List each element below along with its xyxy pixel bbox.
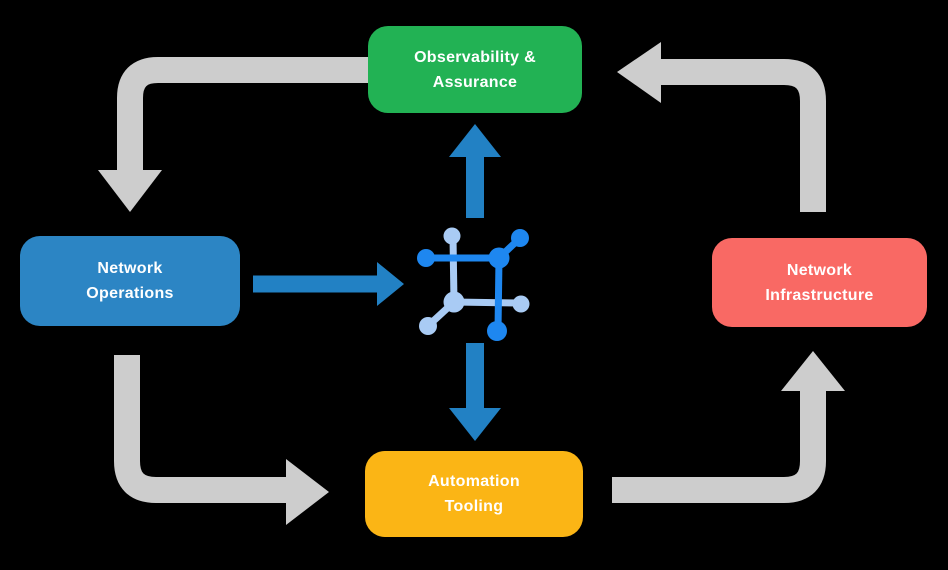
arrow-head-up-icon xyxy=(781,351,845,391)
hub-node-left xyxy=(417,249,435,267)
arrow-head-down-icon xyxy=(449,408,501,441)
arrow-operations-to-automation xyxy=(114,355,329,525)
arrow-hub-to-automation xyxy=(449,343,501,441)
node-network-infrastructure: Network Infrastructure xyxy=(712,238,927,327)
arrow-head-right-icon xyxy=(377,262,404,306)
arrow-hub-to-observability xyxy=(449,124,501,218)
arrow-head-right-icon xyxy=(286,459,329,525)
node-network-infrastructure-label: Network Infrastructure xyxy=(765,261,874,304)
arrow-operations-to-hub xyxy=(253,262,404,306)
hub-link-bottom-edge xyxy=(453,298,521,307)
node-automation-tooling: Automation Tooling xyxy=(365,451,583,537)
hub-node-corner-top-right xyxy=(488,247,510,269)
arrow-infrastructure-to-observability xyxy=(617,42,826,212)
hub-node-upper-right xyxy=(511,229,529,247)
node-observability-assurance: Observability & Assurance xyxy=(368,26,582,113)
arrow-shaft xyxy=(114,355,288,503)
arrow-shaft xyxy=(612,389,826,503)
hub-node-lower-left xyxy=(419,317,437,335)
node-observability-assurance-label: Observability & Assurance xyxy=(414,48,536,91)
network-hub-icon xyxy=(417,227,530,341)
hub-node-right xyxy=(512,295,530,313)
node-network-operations: Network Operations xyxy=(20,236,240,326)
arrow-shaft xyxy=(117,57,368,172)
arrow-observability-to-operations xyxy=(98,57,368,212)
hub-node-corner-bottom-left xyxy=(443,291,465,313)
node-automation-tooling-label: Automation Tooling xyxy=(428,473,520,515)
arrow-head-left-icon xyxy=(617,42,661,103)
hub-link-right-edge xyxy=(494,257,503,331)
hub-node-bottom xyxy=(487,321,507,341)
arrow-automation-to-infrastructure xyxy=(612,351,845,503)
arrow-head-up-icon xyxy=(449,124,501,157)
arrow-shaft xyxy=(659,59,826,212)
hub-link-left-edge xyxy=(449,236,458,303)
node-network-operations-label: Network Operations xyxy=(86,260,174,302)
arrow-head-down-icon xyxy=(98,170,162,212)
hub-node-top xyxy=(443,227,461,245)
